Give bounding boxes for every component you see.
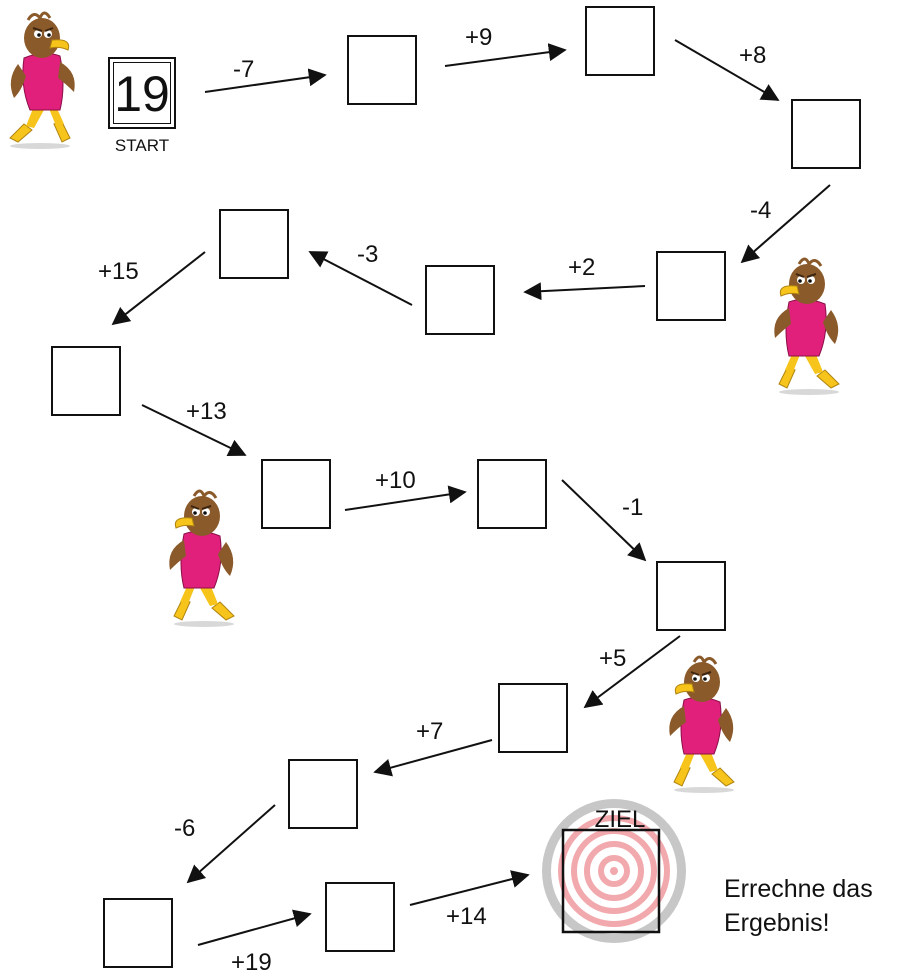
operation-label-15: +14 <box>446 903 487 930</box>
start-label: START <box>114 136 170 155</box>
answer-box-1[interactable] <box>347 35 417 105</box>
arrow-5 <box>523 282 646 301</box>
operation-label-13: -6 <box>174 815 196 842</box>
answer-box-3[interactable] <box>791 99 861 169</box>
instruction-line-1: Errechne das <box>724 875 873 903</box>
goal-label: ZIEL <box>594 806 646 833</box>
operation-label-4: -4 <box>750 197 772 224</box>
answer-box-4[interactable] <box>656 251 726 321</box>
arrow-4 <box>740 184 831 264</box>
arrow-12 <box>373 739 493 777</box>
operation-label-1: -7 <box>233 56 255 83</box>
arrow-9 <box>344 485 467 511</box>
eagle-mascot-runner-icon <box>667 655 736 795</box>
answer-box-8[interactable] <box>261 459 331 529</box>
operation-label-2: +9 <box>465 24 493 51</box>
operation-label-10: -1 <box>622 494 644 521</box>
instruction-text: Errechne das Ergebnis! <box>724 872 873 940</box>
arrow-8 <box>141 404 247 457</box>
eagle-mascot-runner-icon <box>167 489 236 629</box>
start-value: 19 <box>114 66 170 122</box>
arrow-14 <box>197 909 312 946</box>
arrow-13 <box>186 804 276 884</box>
operation-label-8: +13 <box>186 398 227 425</box>
arrow-7 <box>111 251 206 326</box>
eagle-mascot-runner-icon <box>8 11 77 151</box>
answer-box-7[interactable] <box>51 346 121 416</box>
answer-box-14[interactable] <box>325 882 395 952</box>
operation-label-6: -3 <box>357 241 379 268</box>
arrow-11 <box>583 635 681 709</box>
answer-box-11[interactable] <box>498 683 568 753</box>
arrow-6 <box>308 251 413 306</box>
start-number-box: 19 <box>108 57 176 129</box>
operation-label-9: +10 <box>375 467 416 494</box>
answer-box-5[interactable] <box>425 265 495 335</box>
operation-label-3: +8 <box>739 42 767 69</box>
operation-label-7: +15 <box>98 258 139 285</box>
answer-box-12[interactable] <box>288 759 358 829</box>
answer-box-6[interactable] <box>219 209 289 279</box>
operation-label-5: +2 <box>568 254 596 281</box>
answer-box-2[interactable] <box>585 6 655 76</box>
answer-box-10[interactable] <box>656 561 726 631</box>
goal-answer-box[interactable] <box>565 832 657 930</box>
arrow-1 <box>204 68 327 93</box>
arrow-2 <box>444 43 567 67</box>
arrow-10 <box>561 479 647 562</box>
eagle-mascot-runner-icon <box>772 257 841 397</box>
answer-box-13[interactable] <box>103 898 173 968</box>
operation-label-11: +5 <box>599 645 627 672</box>
operation-label-12: +7 <box>416 718 444 745</box>
arrow-15 <box>409 870 530 906</box>
bullseye-target-icon <box>542 799 686 943</box>
instruction-line-2: Ergebnis! <box>724 909 830 937</box>
operation-label-14: +19 <box>231 949 272 976</box>
arrow-3 <box>674 39 780 101</box>
answer-box-9[interactable] <box>477 459 547 529</box>
